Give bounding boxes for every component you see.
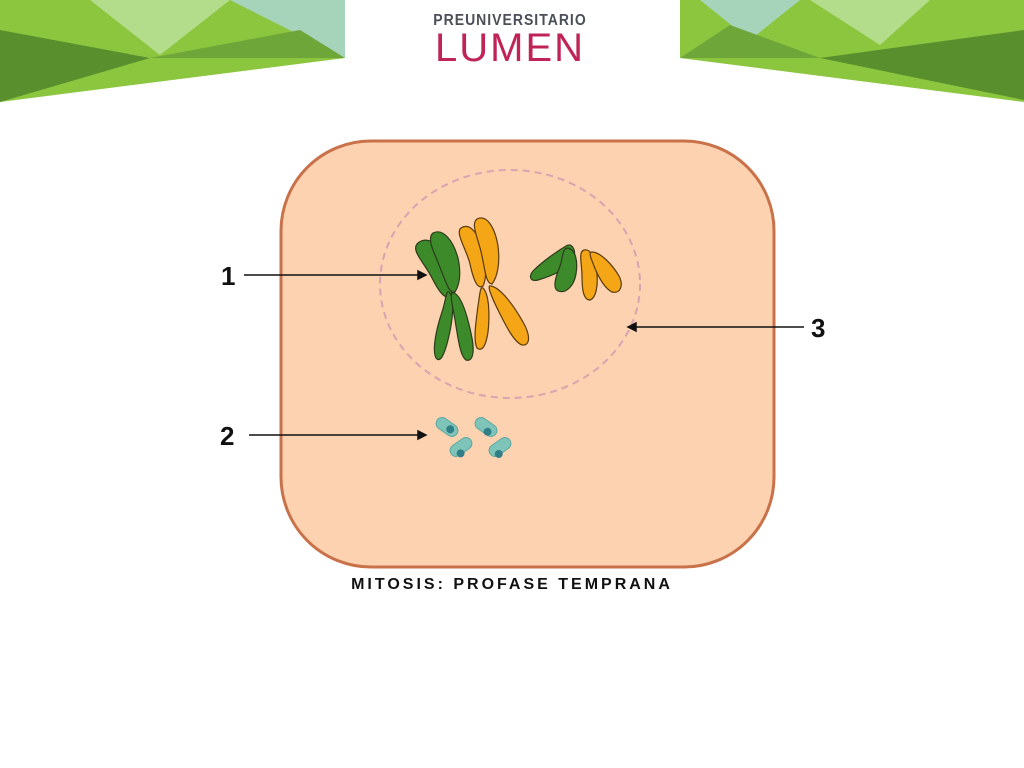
centrosome-pair <box>435 417 512 458</box>
logo-subtitle: PREUNIVERSITARIO <box>433 9 587 29</box>
chromosome-green-large <box>415 231 474 361</box>
nuclear-envelope <box>379 169 641 399</box>
logo-title: LUMEN <box>434 26 586 70</box>
centriole <box>435 417 459 437</box>
banner-left <box>0 0 345 102</box>
chromosome-orange-small <box>580 249 622 301</box>
chromosome-green-small <box>529 244 578 293</box>
cell-membrane <box>279 139 776 569</box>
banner-right <box>680 0 1024 102</box>
pointer-lines <box>244 269 804 441</box>
centriole <box>488 437 512 458</box>
chromosome-orange-large <box>458 217 530 350</box>
lumen-logo: PREUNIVERSITARIO LUMEN <box>340 0 680 80</box>
centriole <box>474 417 498 437</box>
label-3: 3 <box>811 313 825 343</box>
diagram-caption: MITOSIS: PROFASE TEMPRANA <box>351 576 673 593</box>
header-banner <box>0 0 1024 102</box>
label-2: 2 <box>220 421 234 451</box>
label-1: 1 <box>221 261 235 291</box>
centriole <box>449 437 473 458</box>
